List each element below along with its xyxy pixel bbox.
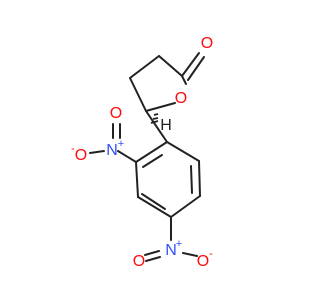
bond-c3-c4 — [129, 77, 147, 112]
atom-label-nitro-upper-o-left: O — [75, 147, 87, 164]
aromatic-inner-3 — [142, 154, 163, 168]
atom-label-nitro-lower-plus: + — [176, 238, 182, 250]
atom-label-nitro-lower-o-right: O — [197, 253, 209, 270]
bond-ar6-ar1 — [135, 141, 168, 163]
aromatic-inner-2 — [141, 193, 166, 210]
hash-line-3 — [153, 113, 159, 116]
bond-o-ring-c1 — [181, 75, 187, 85]
aromatic-inner-1 — [190, 165, 193, 194]
bond-n-upper-o-left — [89, 150, 105, 154]
bond-n-lower-o-left-dbl — [145, 256, 161, 262]
bond-group — [89, 52, 205, 262]
bond-ar4-ar5 — [137, 196, 172, 218]
atom-label-nitro-upper-plus: + — [118, 138, 124, 150]
bond-ar1-ar2 — [166, 141, 200, 162]
atom-label-ring-oxygen: O — [175, 90, 187, 107]
hash-line-1 — [150, 120, 159, 124]
bond-ar3-ar4 — [170, 195, 201, 218]
bond-c1-c2 — [158, 55, 183, 77]
bond-carbonyl-2 — [187, 56, 205, 81]
bond-c4-o-ring — [145, 102, 176, 112]
atom-label-nitro-lower-n: N — [165, 242, 177, 259]
bond-c4-aryl — [145, 110, 168, 143]
bond-n-lower-o-right — [182, 252, 198, 257]
bond-n-lower-o-left — [144, 250, 160, 256]
bond-carbonyl-1 — [181, 52, 200, 77]
atom-label-stereo-hydrogen: H — [160, 117, 172, 134]
atom-label-carbonyl-oxygen: O — [201, 35, 213, 52]
molecule-structure: O O H O N + O - N + O O - — [71, 35, 213, 270]
stereo-hash-wedge — [150, 113, 159, 124]
atom-label-nitro-lower-minus: - — [209, 248, 213, 260]
bond-ar2-ar3 — [198, 160, 201, 197]
atom-label-nitro-upper-n: N — [106, 142, 118, 159]
bond-ar5-ar6 — [135, 161, 139, 198]
molecule-svg: O O H O N + O - N + O O - — [71, 35, 213, 270]
hash-line-2 — [152, 117, 159, 120]
atom-label-nitro-lower-o-left: O — [133, 253, 145, 270]
atom-label-nitro-upper-minus: - — [71, 143, 75, 155]
atom-label-nitro-upper-o-top: O — [110, 105, 122, 122]
bond-ar6-n-upper — [117, 150, 137, 163]
bond-c2-c3 — [129, 55, 160, 79]
